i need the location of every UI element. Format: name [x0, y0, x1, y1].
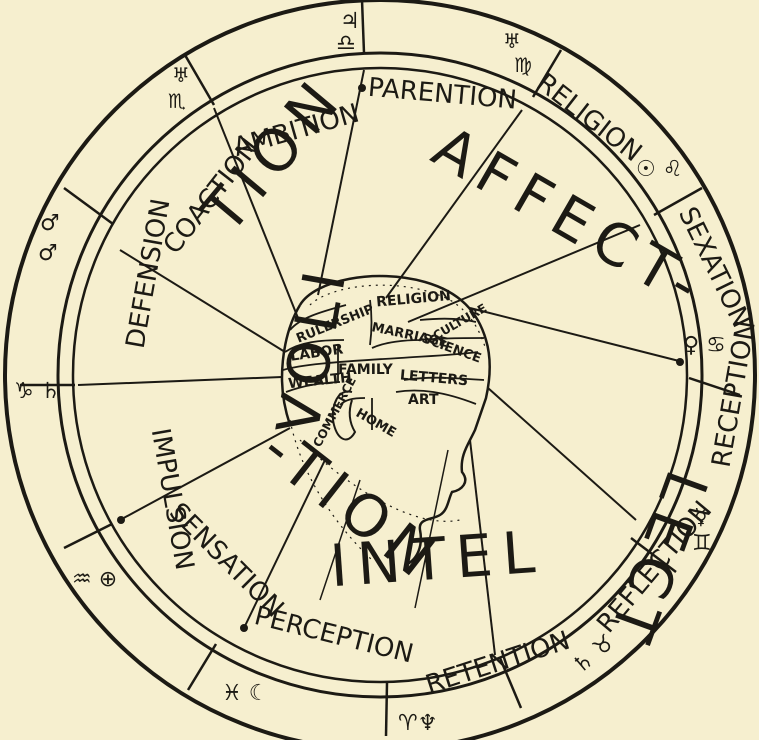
sign-part: ♏: [168, 89, 186, 113]
sign-aquarius-earth: ♒ ⊕: [72, 567, 117, 592]
sign-capricorn-saturn: ♑ ♄: [14, 379, 60, 404]
sign-aries-neptune: ♈♆: [398, 711, 437, 736]
head-art: ART: [408, 392, 439, 408]
sign-pisces-moon: ♓ ☾: [222, 681, 268, 706]
sign-cancer-venus: ♀ ♋: [683, 333, 726, 358]
sign-part: ♂: [40, 211, 60, 236]
sign-part: ♂: [38, 241, 58, 266]
sign-leo-sun: ☉ ♌: [636, 157, 682, 182]
sign-part: ♅: [503, 29, 521, 53]
sign-part: ♍: [514, 53, 532, 77]
sign-part: ♅: [172, 63, 190, 87]
sign-part: ♎: [336, 31, 356, 56]
